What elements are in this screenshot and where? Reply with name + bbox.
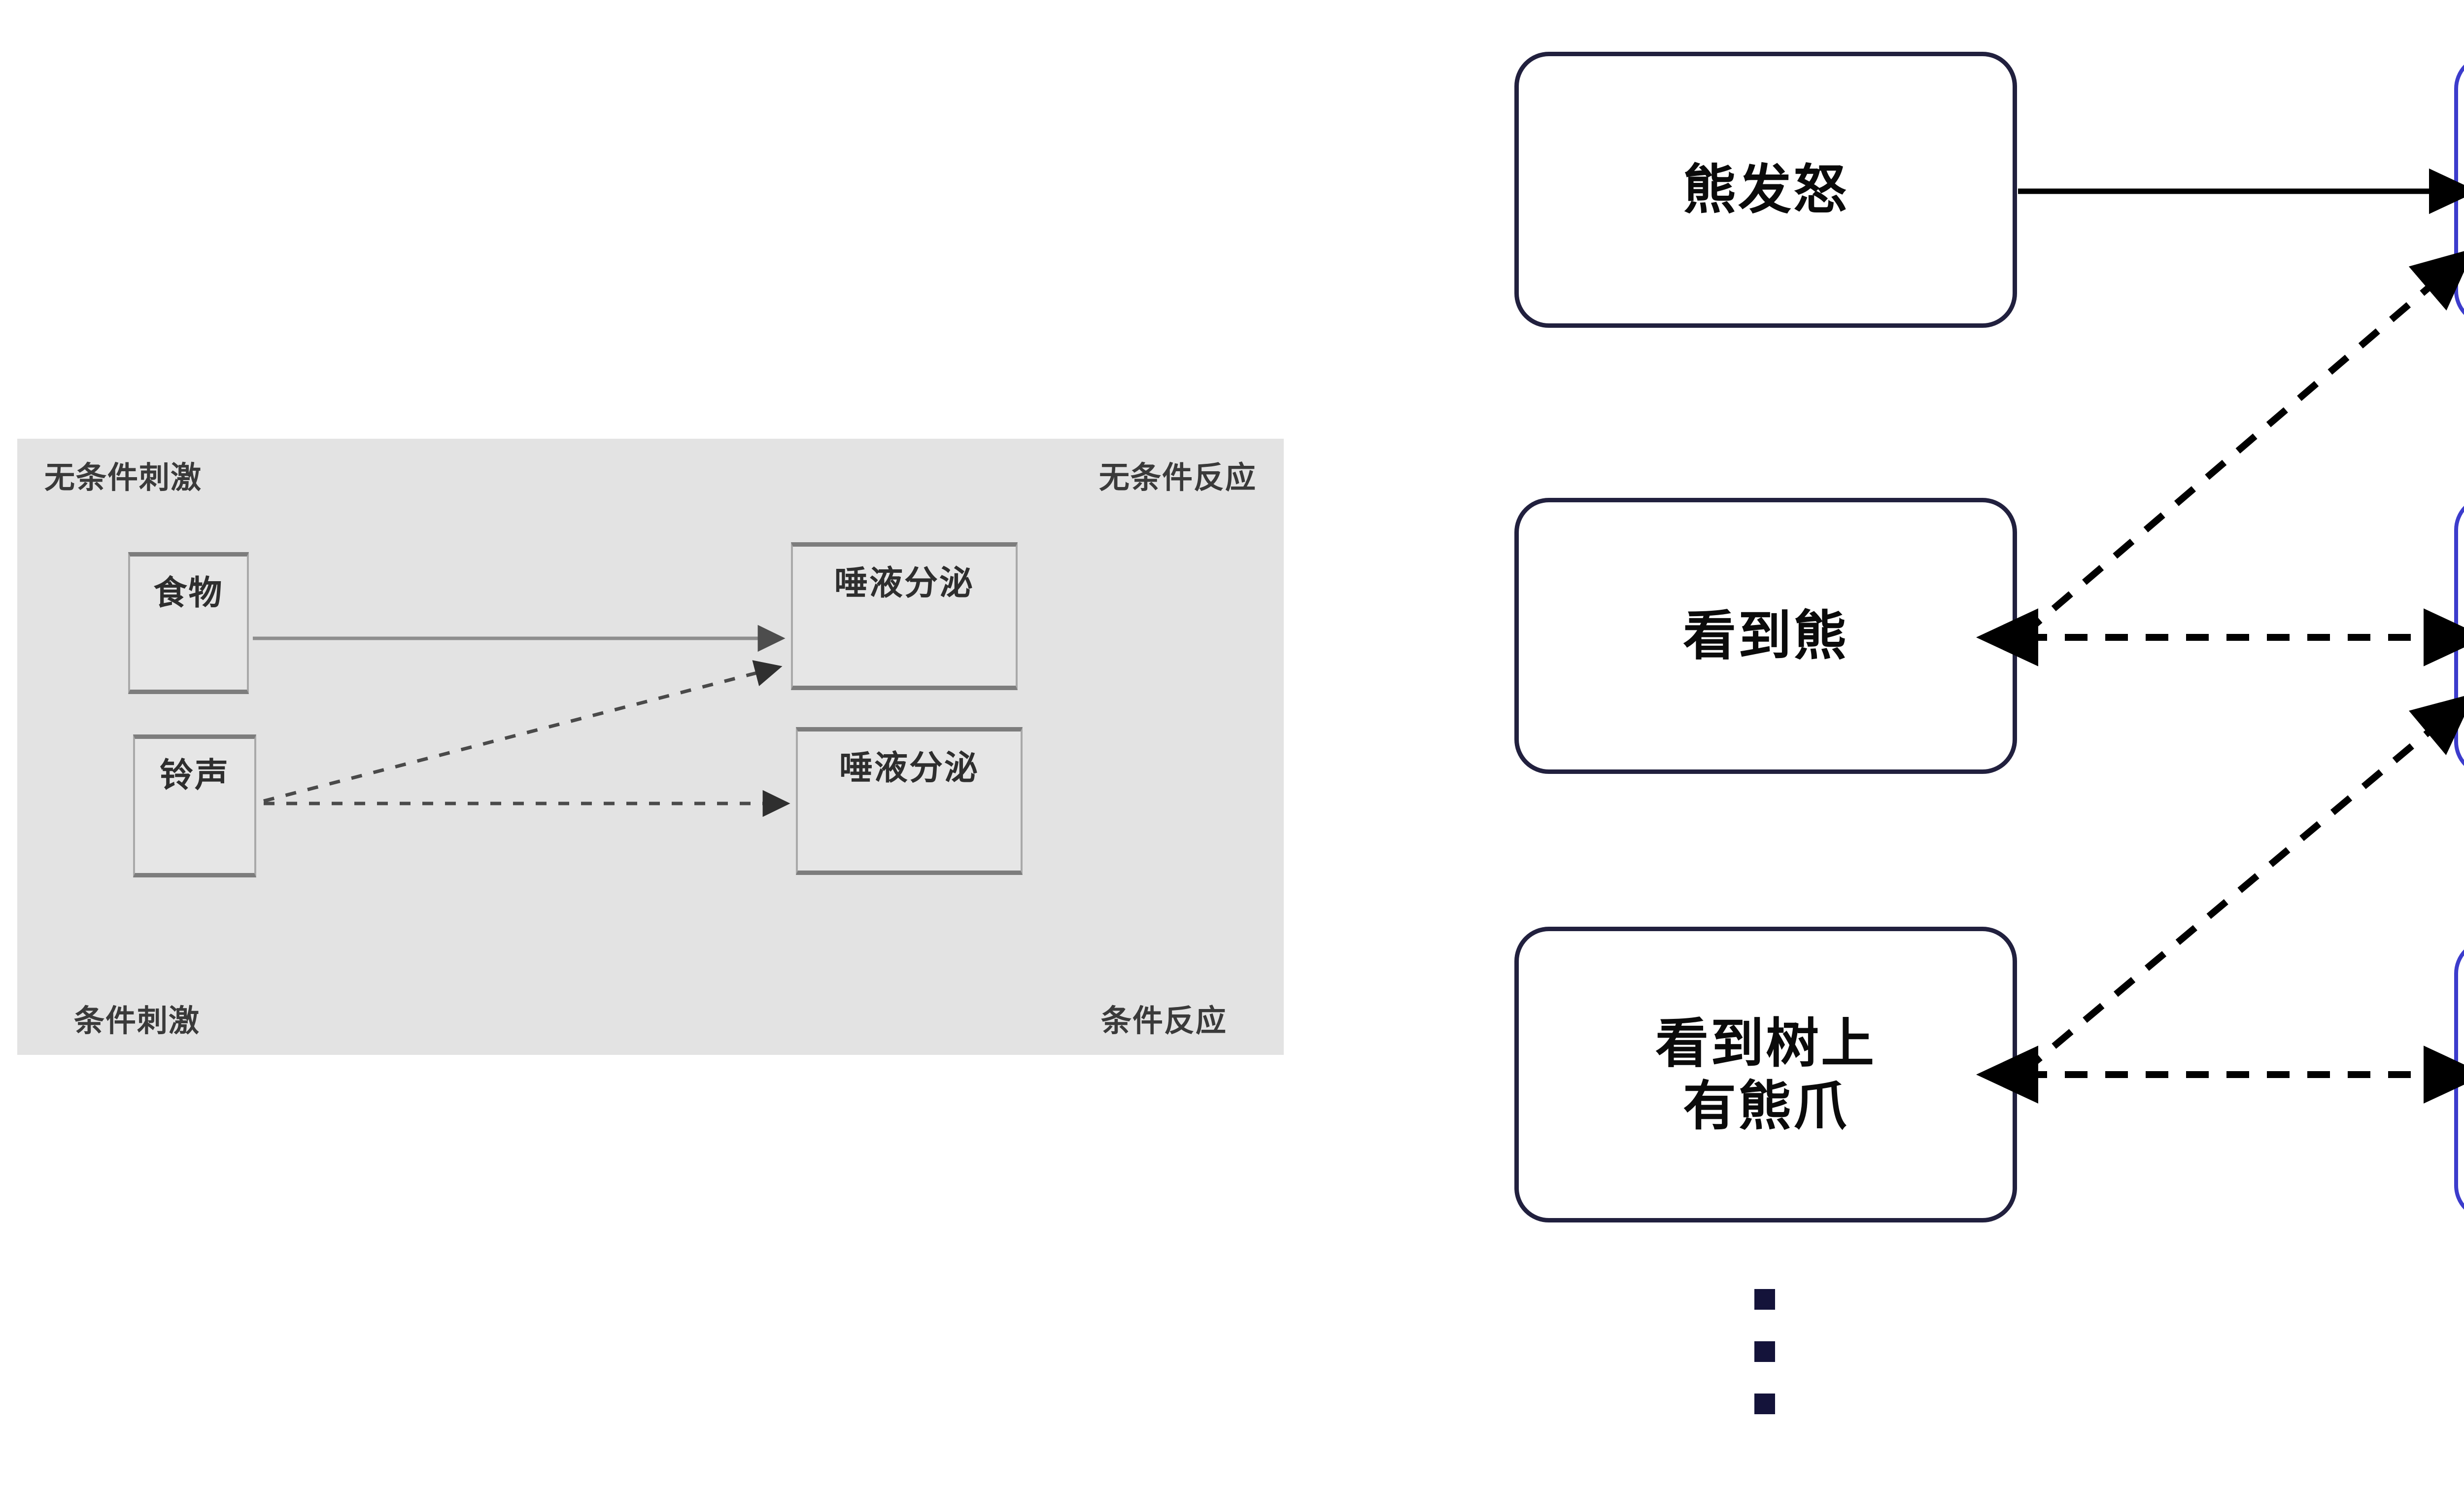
unconditioned-response-label: 无条件反应 (1098, 461, 1257, 495)
edge-see-bear-to-reward (2020, 248, 2464, 638)
ellipsis-dot (1754, 1289, 1775, 1310)
pavlov-box-saliva-ucr-label: 唾液分泌 (834, 564, 974, 602)
pavlov-box-food-label: 食物 (153, 574, 224, 612)
ellipsis-dot (1754, 1341, 1775, 1362)
rl-box-see-bear: 看到熊 (1514, 498, 2017, 774)
pavlov-box-saliva-cr: 唾液分泌 (796, 727, 1023, 875)
rl-box-v-s-next: V(s′) (2454, 495, 2464, 776)
pavlov-box-bell: 铃声 (133, 734, 256, 877)
pavlov-box-saliva-cr-label: 唾液分泌 (839, 749, 979, 787)
rl-box-v-s: V(s) (2454, 939, 2464, 1220)
rl-box-reward: 奖励 (2454, 54, 2464, 325)
pavlov-arrows (253, 625, 790, 817)
unconditioned-stimulus-label: 无条件刺激 (44, 461, 203, 495)
rl-box-paw-on-tree-label: 看到树上 有熊爪 (1655, 1013, 1876, 1136)
rl-box-bear-angry: 熊发怒 (1514, 52, 2017, 328)
rl-box-bear-angry-label: 熊发怒 (1682, 160, 1848, 220)
ellipsis-stimulus-column (1754, 1289, 1775, 1446)
pavlov-box-bell-label: 铃声 (159, 757, 230, 794)
pavlov-box-saliva-ucr: 唾液分泌 (791, 542, 1018, 690)
rl-box-paw-on-tree: 看到树上 有熊爪 (1514, 927, 2017, 1222)
rl-box-see-bear-label: 看到熊 (1682, 606, 1848, 666)
edge-paw-on-tree-to-v-s-next (2020, 693, 2464, 1075)
arrow-bell-to-saliva-ucr (263, 660, 783, 803)
ellipsis-dot (1754, 1394, 1775, 1414)
conditioned-stimulus-label: 条件刺激 (74, 1004, 201, 1038)
classical-conditioning-panel: 无条件刺激 无条件反应 食物 唾液分泌 铃声 唾液分泌 条件刺激 条件反应 (17, 439, 1284, 1055)
pavlov-box-food: 食物 (128, 552, 249, 694)
conditioned-response-label: 条件反应 (1100, 1004, 1227, 1038)
